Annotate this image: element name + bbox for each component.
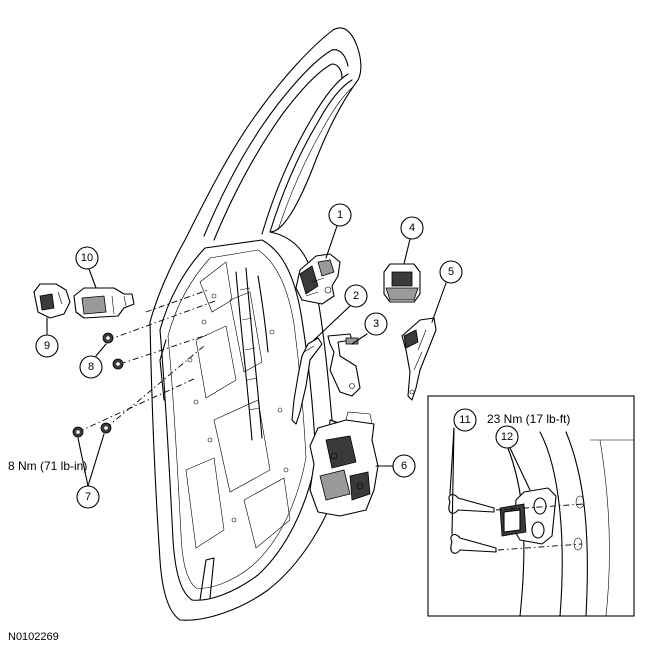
part-5-interior-handle-bracket — [401, 317, 437, 401]
torque-spec-nuts: 8 Nm (71 lb-in) — [8, 459, 87, 473]
part-6-door-latch — [309, 411, 379, 517]
svg-text:2: 2 — [353, 290, 359, 302]
svg-text:10: 10 — [81, 252, 93, 264]
callout-8: 8 — [79, 355, 103, 379]
callout-7: 7 — [76, 485, 100, 509]
callout-9: 9 — [35, 334, 59, 358]
svg-text:8: 8 — [88, 361, 94, 373]
nuts-7 — [72, 422, 112, 438]
part-1-door-latch-actuator — [295, 253, 341, 305]
torque-spec-bolts: 23 Nm (17 lb-ft) — [487, 412, 570, 426]
nut-8 — [102, 332, 124, 370]
callout-2: 2 — [344, 284, 368, 308]
door-inner-panel — [149, 27, 362, 621]
part-10-handle-housing — [73, 287, 135, 319]
svg-text:6: 6 — [401, 460, 407, 472]
inset-striker-detail — [427, 395, 635, 617]
callout-12: 12 — [495, 425, 519, 449]
svg-text:12: 12 — [501, 431, 513, 443]
part-4-latch-module — [383, 263, 421, 303]
svg-text:11: 11 — [459, 414, 470, 426]
svg-text:4: 4 — [409, 222, 415, 234]
explode-lines — [77, 289, 219, 433]
callout-5: 5 — [439, 260, 463, 284]
svg-text:5: 5 — [448, 266, 454, 278]
part-9-handle-cover — [33, 283, 71, 319]
callout-10: 10 — [75, 246, 99, 270]
svg-text:7: 7 — [85, 491, 91, 503]
svg-text:1: 1 — [337, 209, 343, 221]
callout-4: 4 — [400, 216, 424, 240]
part-2-latch-rod — [291, 337, 323, 425]
callout-11: 11 — [453, 408, 477, 432]
svg-text:3: 3 — [373, 318, 379, 330]
callout-1: 1 — [328, 203, 352, 227]
callout-6: 6 — [392, 454, 416, 478]
part-3-latch-bracket — [327, 333, 361, 397]
callout-3: 3 — [364, 312, 388, 336]
svg-text:9: 9 — [44, 340, 50, 352]
figure-code: N0102269 — [8, 631, 59, 643]
leader-lines — [46, 225, 447, 487]
